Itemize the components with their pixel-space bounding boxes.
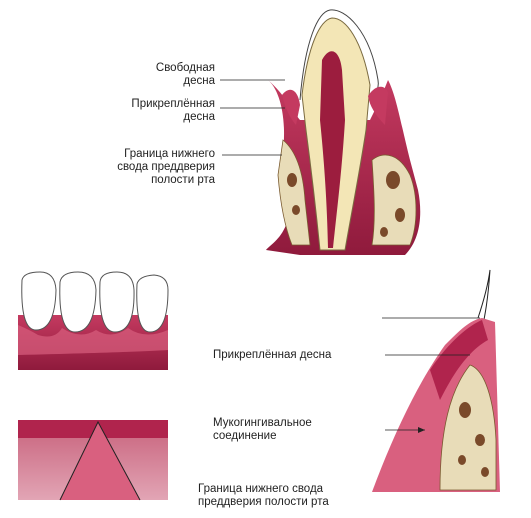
label-mucogingival: Мукогингивальное соединение [213,417,312,443]
label-free-gingiva-line1: Свободная [155,62,215,74]
label-attached-gingiva-top-line2: десна [183,111,215,123]
side-bone [439,364,497,491]
label-mucogingival-line1: Мукогингивальное [213,417,312,429]
label-attached-gingiva-right: Прикреплённая десна [213,349,332,361]
vestibule-view [18,420,168,501]
alveolar-bone-right [371,154,417,246]
label-attached-gingiva-top: Прикреплённая десна [100,98,215,124]
label-free-gingiva-line2: десна [183,75,215,87]
teeth-front-view [18,271,169,370]
label-vestibule-top-line1: Граница нижнего [124,148,215,160]
label-free-gingiva: Свободная десна [120,62,215,88]
label-attached-gingiva-top-line1: Прикреплённая [131,98,215,110]
label-mucogingival-line2: соединение [213,430,277,442]
label-vestibule-top-line3: полости рта [151,174,215,186]
side-section-view [372,269,500,492]
label-vestibule-bottom: Граница нижнего свода преддверия полости… [198,483,329,509]
label-vestibule-bottom-line1: Граница нижнего свода [198,483,324,495]
label-vestibule-top: Граница нижнего свода преддверия полости… [95,148,215,187]
tooth-pulp [320,51,345,248]
alveolar-bone-left [277,139,311,246]
label-vestibule-bottom-line2: преддверия полости рта [198,496,329,508]
label-vestibule-top-line2: свода преддверия [117,161,215,173]
tooth-cross-section [266,9,421,255]
